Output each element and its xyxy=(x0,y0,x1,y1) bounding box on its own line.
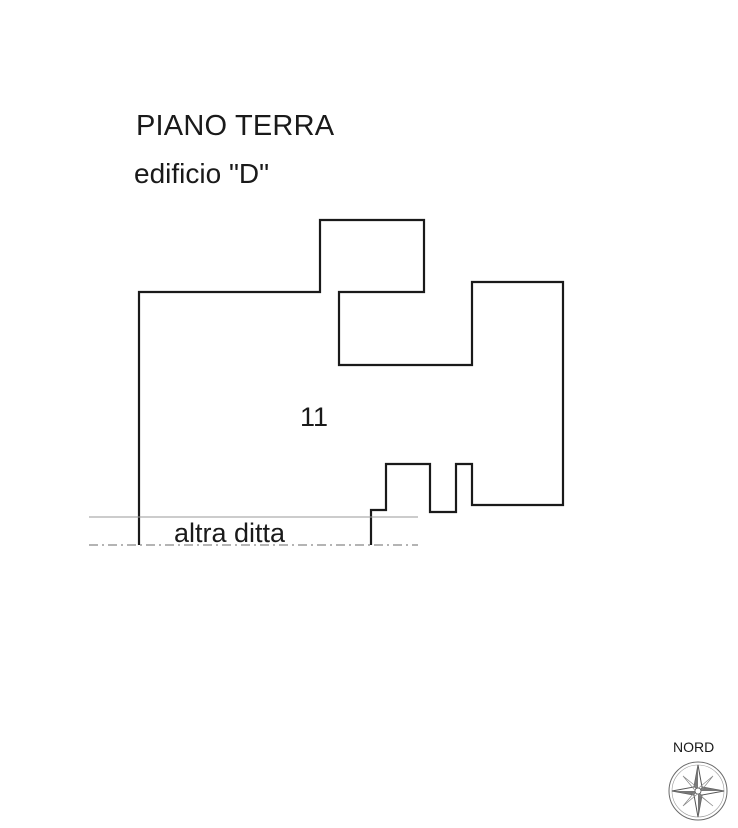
unit-number-label: 11 xyxy=(300,402,328,432)
compass-rose-icon xyxy=(668,761,728,821)
north-label: NORD xyxy=(673,739,715,755)
building-outline xyxy=(137,218,565,545)
neighbor-label: altra ditta xyxy=(174,518,286,548)
plan-title: PIANO TERRA xyxy=(136,110,335,142)
building-subtitle: edificio "D" xyxy=(134,158,270,189)
